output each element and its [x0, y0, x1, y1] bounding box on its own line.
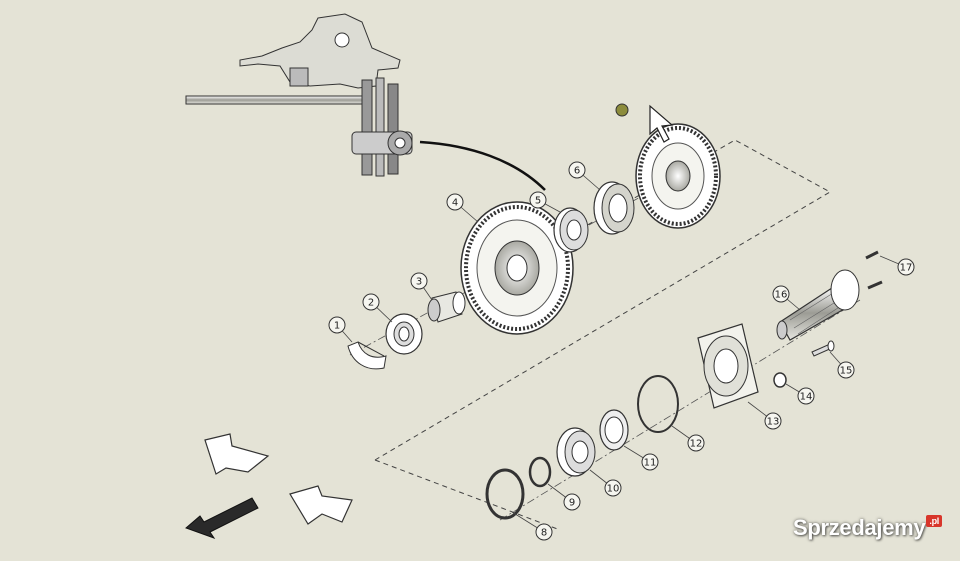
callout-circle-10: [604, 479, 622, 497]
part-2-bearing: [385, 313, 423, 355]
part-12-o-ring: [637, 375, 679, 433]
callout-label-8: 8: [541, 528, 547, 539]
part-6-bearing: [593, 181, 635, 235]
callout-circle-11: [641, 453, 659, 471]
callout-label-16: 16: [775, 290, 788, 301]
callout-label-5: 5: [535, 196, 541, 207]
part-5-bearing: [553, 207, 589, 253]
view-arrows: [185, 433, 353, 539]
callout-circle-8: [535, 523, 553, 541]
callout-label-17: 17: [900, 263, 913, 274]
dashed-boundary: [374, 139, 832, 531]
part-11-seal: [599, 409, 629, 451]
part-4-large-gear: [460, 201, 574, 335]
part-17-studs: [865, 250, 883, 290]
part-9-snap-ring: [528, 456, 552, 488]
callout-circle-3: [410, 272, 428, 290]
callout-circle-2: [362, 293, 380, 311]
part-1-bearing-shell: [347, 341, 387, 370]
part-16-splined-shaft: [776, 269, 860, 341]
callout-circle-1: [328, 316, 346, 334]
part-10-bearing: [556, 427, 596, 477]
callout-label-2: 2: [368, 298, 374, 309]
part-13-housing: [697, 323, 759, 409]
callout-label-4: 4: [452, 198, 458, 209]
callout-label-10: 10: [607, 484, 620, 495]
watermark-logo: Sprzedajemy.pl: [793, 515, 942, 541]
callout-label-1: 1: [334, 321, 340, 332]
part-7-gear: [615, 103, 721, 229]
callout-circle-16: [772, 285, 790, 303]
callout-label-3: 3: [416, 277, 422, 288]
part-15-bolt: [811, 340, 835, 357]
cursor-icon: [649, 104, 674, 143]
callout-label-13: 13: [767, 417, 780, 428]
callout-circle-4: [446, 193, 464, 211]
callout-label-9: 9: [569, 498, 575, 509]
part-14-washer: [773, 372, 787, 388]
callout-circle-5: [529, 191, 547, 209]
callout-label-15: 15: [840, 366, 853, 377]
callout-label-11: 11: [644, 458, 657, 469]
callout-circle-9: [563, 493, 581, 511]
callout-circle-12: [687, 434, 705, 452]
callout-circle-13: [764, 412, 782, 430]
callout-label-14: 14: [800, 392, 813, 403]
part-8-circlip: [485, 468, 525, 520]
leader-curve: [419, 140, 546, 191]
assembly-overview: [185, 13, 413, 177]
callout-circle-15: [837, 361, 855, 379]
callout-label-12: 12: [690, 439, 703, 450]
callout-label-6: 6: [574, 166, 580, 177]
part-3-sleeve: [427, 291, 466, 323]
callout-circle-6: [568, 161, 586, 179]
callout-circle-14: [797, 387, 815, 405]
callout-circle-17: [897, 258, 915, 276]
